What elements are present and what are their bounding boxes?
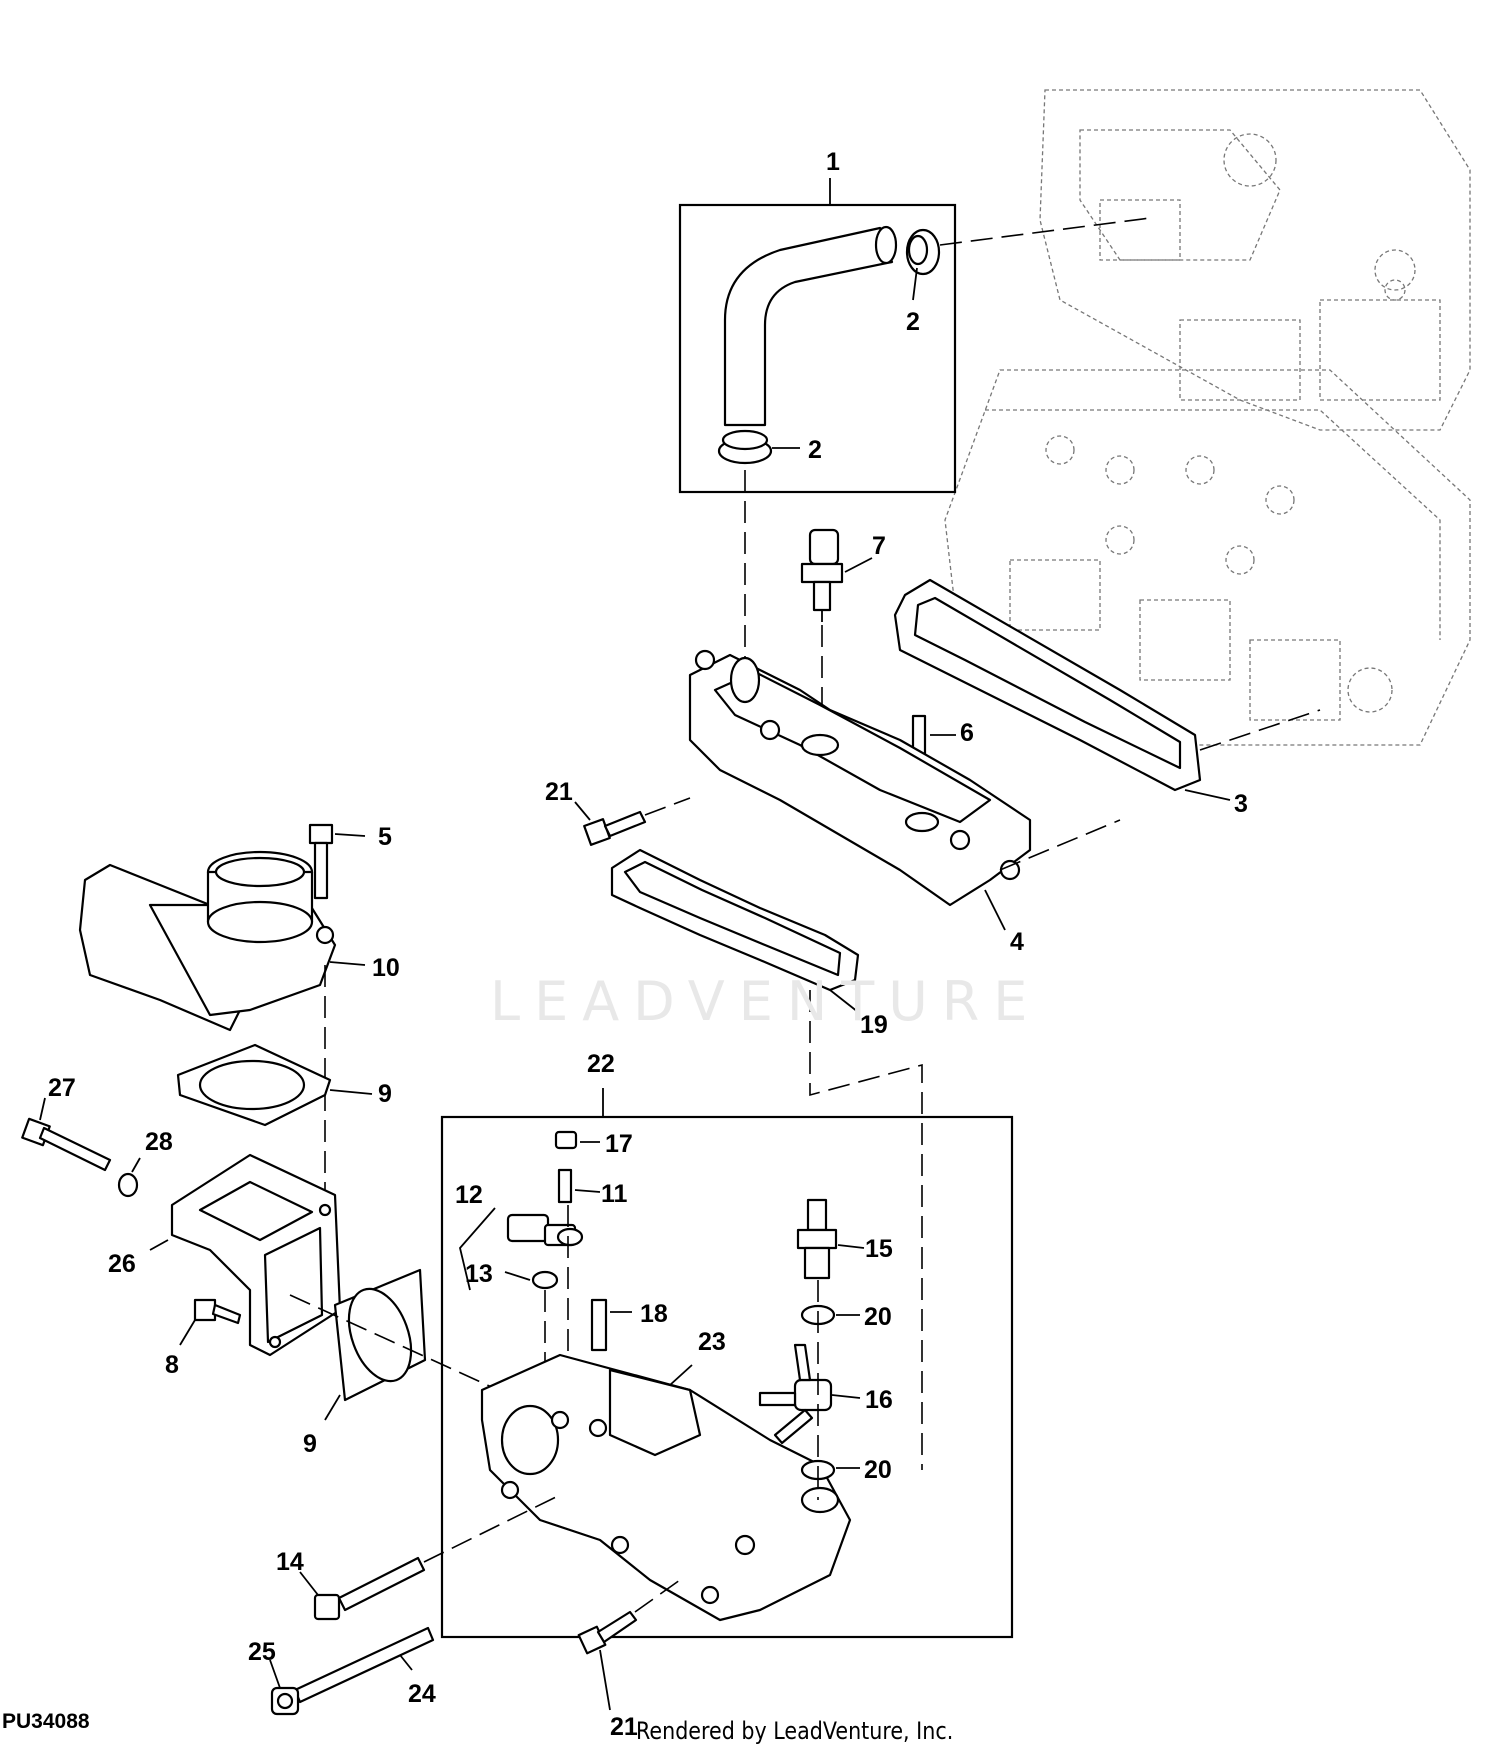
callout-17: 17	[605, 1130, 633, 1158]
leader-19	[829, 989, 859, 1013]
callout-13: 13	[465, 1260, 493, 1288]
callout-8: 8	[165, 1351, 179, 1379]
leader-2a	[912, 267, 918, 301]
leader-28	[131, 1157, 141, 1173]
callout-12: 12	[455, 1181, 483, 1209]
leader-7	[844, 557, 873, 573]
dash-bolt21b	[634, 1579, 681, 1613]
callout-18: 18	[640, 1300, 668, 1328]
callout-6: 6	[960, 719, 974, 747]
render-credit: Rendered by LeadVenture, Inc.	[636, 1717, 954, 1745]
fitting-15-part	[796, 1198, 838, 1280]
callout-14: 14	[276, 1548, 304, 1576]
callout-9-lower: 9	[303, 1430, 317, 1458]
throttle-body-part	[78, 850, 337, 1032]
hose-clamp-upper	[905, 228, 941, 276]
temperature-sensor-part	[800, 528, 844, 622]
callout-27: 27	[48, 1074, 76, 1102]
leader-21b	[599, 1649, 611, 1711]
leader-16	[831, 1394, 861, 1399]
callout-23: 23	[698, 1328, 726, 1356]
fitting-16-part	[758, 1343, 833, 1445]
leader-10	[329, 961, 366, 966]
dash-elbow-to-intake	[289, 1294, 521, 1401]
bolt-14-part	[313, 1556, 426, 1621]
nut-17-part	[554, 1130, 578, 1150]
leader-14	[299, 1571, 319, 1596]
dash-gasket19	[809, 990, 923, 1470]
bolt-21-lower-part	[577, 1610, 638, 1655]
leader-5	[334, 833, 366, 837]
callout-2-upper: 2	[906, 308, 920, 336]
callout-22: 22	[587, 1050, 615, 1078]
callout-26: 26	[108, 1250, 136, 1278]
leader-25	[269, 1659, 281, 1689]
bolt-5-part	[308, 823, 334, 900]
leader-23	[669, 1364, 693, 1386]
leader-3	[1184, 789, 1231, 801]
callout-3: 3	[1234, 790, 1248, 818]
callout-4: 4	[1010, 928, 1024, 956]
dash-gasket-to-head	[1199, 709, 1321, 751]
oring-13-part	[531, 1270, 559, 1290]
dash-bolt21	[644, 797, 691, 816]
callout-25: 25	[248, 1638, 276, 1666]
leader-27	[39, 1097, 46, 1121]
leader-12	[459, 1207, 496, 1291]
adapter-elbow-part	[170, 1153, 342, 1357]
gasket-19-part	[610, 848, 860, 992]
leader-11	[574, 1189, 601, 1193]
figure-id: PU34088	[2, 1710, 90, 1733]
nut-25-part	[270, 1686, 300, 1716]
callout-15: 15	[865, 1235, 893, 1263]
gasket-right-part	[893, 578, 1202, 792]
callout-5: 5	[378, 823, 392, 851]
callout-20-upper: 20	[864, 1303, 892, 1331]
callout-2-lower: 2	[808, 436, 822, 464]
intake-housing-part	[480, 1353, 852, 1622]
dash-manifold	[999, 819, 1121, 871]
manifold-part	[688, 649, 1032, 907]
leader-4	[984, 889, 1006, 931]
leader-21a	[574, 801, 591, 821]
kit-22-box	[440, 1115, 1014, 1639]
gasket-9-lower-part	[333, 1268, 427, 1402]
callout-20-lower: 20	[864, 1456, 892, 1484]
callout-9-upper: 9	[378, 1080, 392, 1108]
ghost-engine-block	[944, 89, 1471, 746]
leader-24	[399, 1654, 413, 1671]
callout-21-upper: 21	[545, 778, 573, 806]
watermark-text: LEADVENTURE	[490, 970, 1042, 1033]
leader-8	[179, 1319, 196, 1346]
stud-18-part	[590, 1298, 608, 1352]
bolt-21-upper-part	[583, 810, 647, 846]
washer-28-part	[117, 1172, 139, 1198]
callout-10: 10	[372, 954, 400, 982]
gasket-9-upper-part	[176, 1043, 332, 1127]
stud-11-part	[557, 1168, 573, 1204]
hose-part	[723, 225, 898, 427]
leader-9b	[324, 1394, 341, 1421]
callout-28: 28	[145, 1128, 173, 1156]
dash-bolt14	[423, 1494, 561, 1563]
leader-15	[837, 1244, 865, 1249]
hose-clamp-lower	[717, 429, 773, 465]
leader-26	[149, 1239, 169, 1251]
callout-21-lower: 21	[610, 1713, 638, 1741]
callout-1: 1	[826, 148, 840, 176]
bolt-8-part	[193, 1298, 242, 1325]
callout-11: 11	[601, 1180, 628, 1208]
callout-7: 7	[872, 532, 886, 560]
callout-24: 24	[408, 1680, 436, 1708]
bolt-27-part	[21, 1117, 112, 1172]
leader-13	[504, 1271, 531, 1281]
kit-1-box	[678, 203, 957, 494]
callout-16: 16	[865, 1386, 893, 1414]
dash-hose-to-engine	[939, 217, 1151, 246]
callout-19: 19	[860, 1011, 888, 1039]
sensor-12-part	[506, 1213, 584, 1247]
leader-9a	[329, 1089, 373, 1095]
